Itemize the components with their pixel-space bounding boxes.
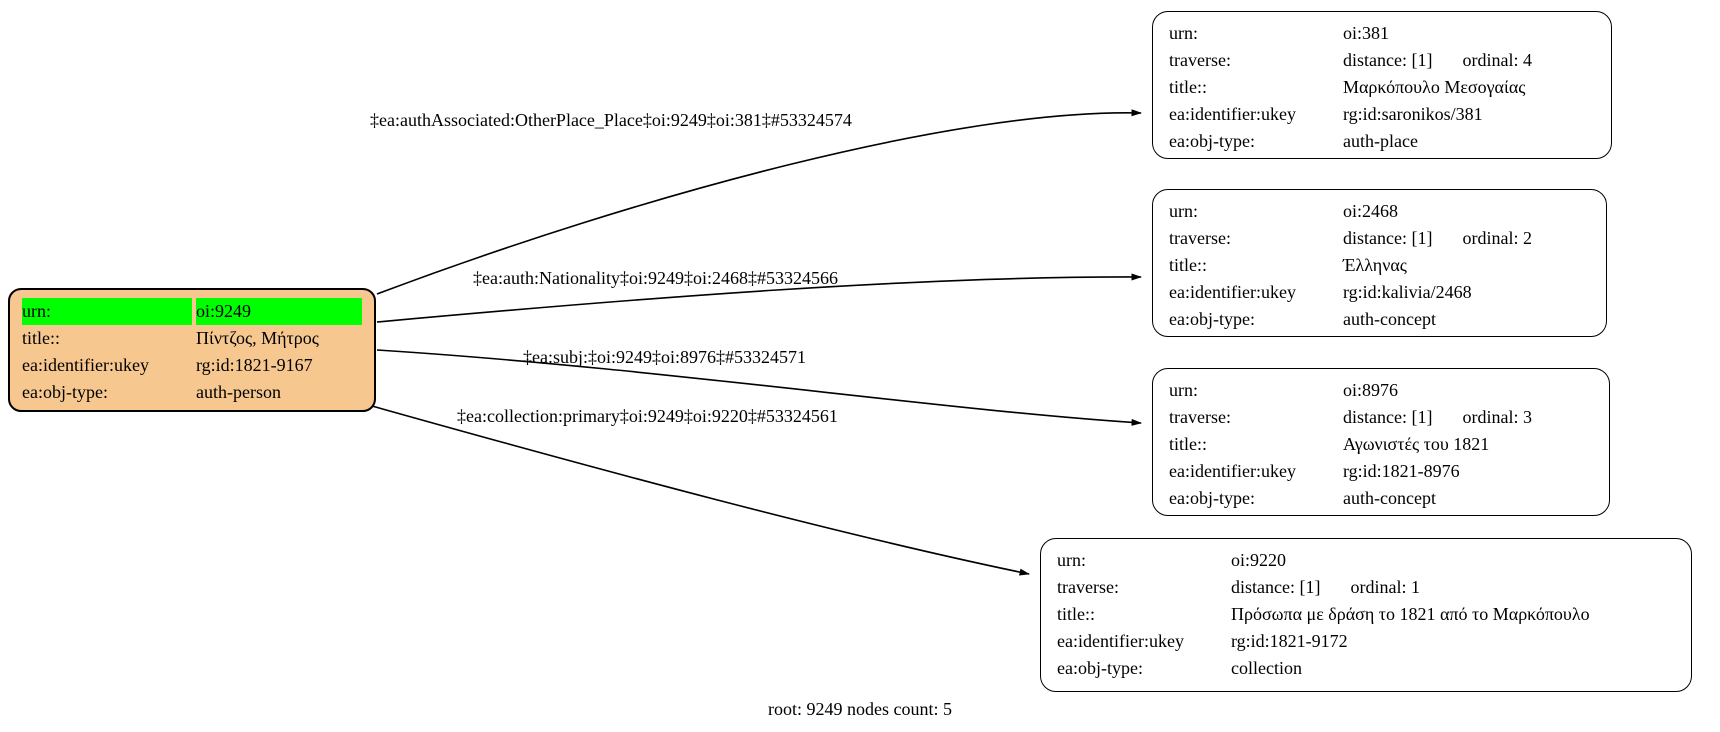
node-row-obj-type: ea:obj-type: collection	[1057, 655, 1675, 682]
field-key: title::	[22, 328, 60, 348]
field-value: rg:id:1821-8976	[1343, 461, 1460, 481]
edge-subj	[376, 349, 1142, 426]
node-row-urn: urn: oi:2468	[1169, 198, 1590, 225]
field-key: urn:	[1057, 550, 1086, 570]
node-row-urn: urn: oi:8976	[1169, 377, 1593, 404]
field-value: collection	[1231, 658, 1302, 678]
node-row-identifier: ea:identifier:ukey rg:id:1821-9167	[22, 352, 362, 379]
field-ordinal: ordinal: 1	[1350, 577, 1420, 597]
node-row-title: title:: Πίντζος, Μήτρος	[22, 325, 362, 352]
node-row-obj-type: ea:obj-type: auth-concept	[1169, 306, 1590, 333]
node-oi-2468[interactable]: urn: oi:2468 traverse: distance: [1] ord…	[1152, 189, 1607, 337]
node-row-title: title:: Μαρκόπουλο Μεσογαίας	[1169, 74, 1595, 101]
field-key: urn:	[22, 298, 192, 325]
field-key: urn:	[1169, 380, 1198, 400]
edge-collection-primary	[371, 405, 1030, 576]
node-oi-8976[interactable]: urn: oi:8976 traverse: distance: [1] ord…	[1152, 368, 1610, 516]
field-key: ea:obj-type:	[1057, 658, 1143, 678]
field-key: title::	[1169, 255, 1207, 275]
field-value: rg:id:saronikos/381	[1343, 104, 1483, 124]
field-ordinal: ordinal: 3	[1462, 407, 1532, 427]
field-key: ea:identifier:ukey	[22, 355, 149, 375]
field-value: distance: [1]	[1343, 50, 1433, 70]
root-node-oi-9249[interactable]: urn: oi:9249 title:: Πίντζος, Μήτρος ea:…	[8, 288, 376, 412]
node-row-title: title:: Αγωνιστές του 1821	[1169, 431, 1593, 458]
field-key: ea:identifier:ukey	[1169, 461, 1296, 481]
field-key: urn:	[1169, 201, 1198, 221]
field-value: oi:8976	[1343, 380, 1399, 400]
field-value: distance: [1]	[1231, 577, 1321, 597]
node-row-traverse: traverse: distance: [1] ordinal: 3	[1169, 404, 1593, 431]
node-row-traverse: traverse: distance: [1] ordinal: 2	[1169, 225, 1590, 252]
field-key: title::	[1169, 434, 1207, 454]
edge-auth-associated-other-place	[376, 109, 1142, 295]
field-ordinal: ordinal: 4	[1462, 50, 1532, 70]
node-row-obj-type: ea:obj-type: auth-person	[22, 379, 362, 406]
node-row-obj-type: ea:obj-type: auth-place	[1169, 128, 1595, 155]
field-key: ea:identifier:ukey	[1057, 631, 1184, 651]
field-ordinal: ordinal: 2	[1462, 228, 1532, 248]
field-key: title::	[1057, 604, 1095, 624]
node-row-urn: urn: oi:9249	[22, 298, 362, 325]
node-row-title: title:: Πρόσωπα με δράση το 1821 από το …	[1057, 601, 1675, 628]
field-value: Μαρκόπουλο Μεσογαίας	[1343, 77, 1526, 97]
edge-label-nationality: ‡ea:auth:Nationality‡oi:9249‡oi:2468‡#53…	[473, 268, 838, 288]
field-key: ea:obj-type:	[22, 382, 108, 402]
node-row-identifier: ea:identifier:ukey rg:id:kalivia/2468	[1169, 279, 1590, 306]
field-value: rg:id:kalivia/2468	[1343, 282, 1472, 302]
node-row-urn: urn: oi:381	[1169, 20, 1595, 47]
field-value: oi:9220	[1231, 550, 1287, 570]
edge-label-collection: ‡ea:collection:primary‡oi:9249‡oi:9220‡#…	[457, 406, 838, 426]
field-value: auth-concept	[1343, 309, 1436, 329]
node-row-traverse: traverse: distance: [1] ordinal: 1	[1057, 574, 1675, 601]
field-value: rg:id:1821-9167	[196, 355, 313, 375]
field-value: oi:381	[1343, 23, 1390, 43]
field-value: distance: [1]	[1343, 407, 1433, 427]
field-value: Έλληνας	[1343, 255, 1407, 275]
field-key: ea:obj-type:	[1169, 309, 1255, 329]
field-value: Πρόσωπα με δράση το 1821 από το Μαρκόπου…	[1231, 604, 1590, 624]
field-key: traverse:	[1169, 407, 1231, 427]
edge-auth-nationality	[376, 273, 1142, 323]
field-value: Πίντζος, Μήτρος	[196, 328, 319, 348]
field-key: traverse:	[1057, 577, 1119, 597]
node-row-identifier: ea:identifier:ukey rg:id:1821-8976	[1169, 458, 1593, 485]
node-row-identifier: ea:identifier:ukey rg:id:saronikos/381	[1169, 101, 1595, 128]
field-key: title::	[1169, 77, 1207, 97]
node-row-urn: urn: oi:9220	[1057, 547, 1675, 574]
node-row-identifier: ea:identifier:ukey rg:id:1821-9172	[1057, 628, 1675, 655]
field-value: Αγωνιστές του 1821	[1343, 434, 1490, 454]
graph-footer-caption: root: 9249 nodes count: 5	[768, 699, 952, 719]
node-row-traverse: traverse: distance: [1] ordinal: 4	[1169, 47, 1595, 74]
field-value: distance: [1]	[1343, 228, 1433, 248]
field-key: ea:obj-type:	[1169, 131, 1255, 151]
node-oi-9220[interactable]: urn: oi:9220 traverse: distance: [1] ord…	[1040, 538, 1692, 692]
field-value: auth-place	[1343, 131, 1418, 151]
edge-label-auth-associated: ‡ea:authAssociated:OtherPlace_Place‡oi:9…	[370, 110, 852, 130]
field-value: auth-concept	[1343, 488, 1436, 508]
edge-label-subj: ‡ea:subj:‡oi:9249‡oi:8976‡#53324571	[523, 347, 806, 367]
field-key: traverse:	[1169, 50, 1231, 70]
field-value: oi:2468	[1343, 201, 1399, 221]
field-key: traverse:	[1169, 228, 1231, 248]
field-value: oi:9249	[196, 298, 362, 325]
field-key: ea:identifier:ukey	[1169, 282, 1296, 302]
field-value: auth-person	[196, 382, 281, 402]
node-oi-381[interactable]: urn: oi:381 traverse: distance: [1] ordi…	[1152, 11, 1612, 159]
field-key: ea:identifier:ukey	[1169, 104, 1296, 124]
field-key: urn:	[1169, 23, 1198, 43]
field-value: rg:id:1821-9172	[1231, 631, 1348, 651]
field-key: ea:obj-type:	[1169, 488, 1255, 508]
node-row-obj-type: ea:obj-type: auth-concept	[1169, 485, 1593, 512]
node-row-title: title:: Έλληνας	[1169, 252, 1590, 279]
